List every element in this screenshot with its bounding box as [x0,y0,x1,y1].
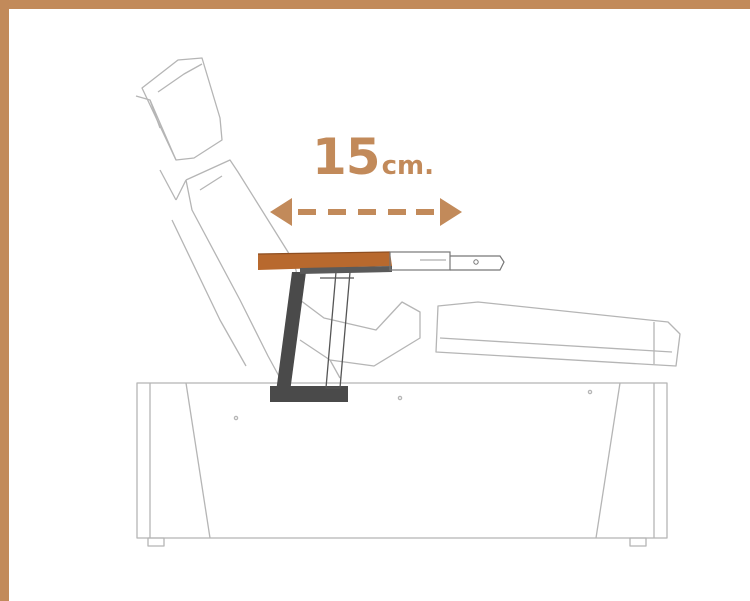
sofa-base [136,382,668,547]
frame-border-left [0,0,9,601]
seat-cushion [299,299,421,379]
reclined-backrest [135,57,301,379]
measurement-unit: cm. [381,151,434,181]
table-top [257,251,505,274]
footrest [435,301,681,367]
frame-border-top [0,0,750,9]
measurement-label: 15cm. [312,132,434,182]
measurement-value: 15 [312,128,381,186]
double-arrow-icon [270,198,462,226]
